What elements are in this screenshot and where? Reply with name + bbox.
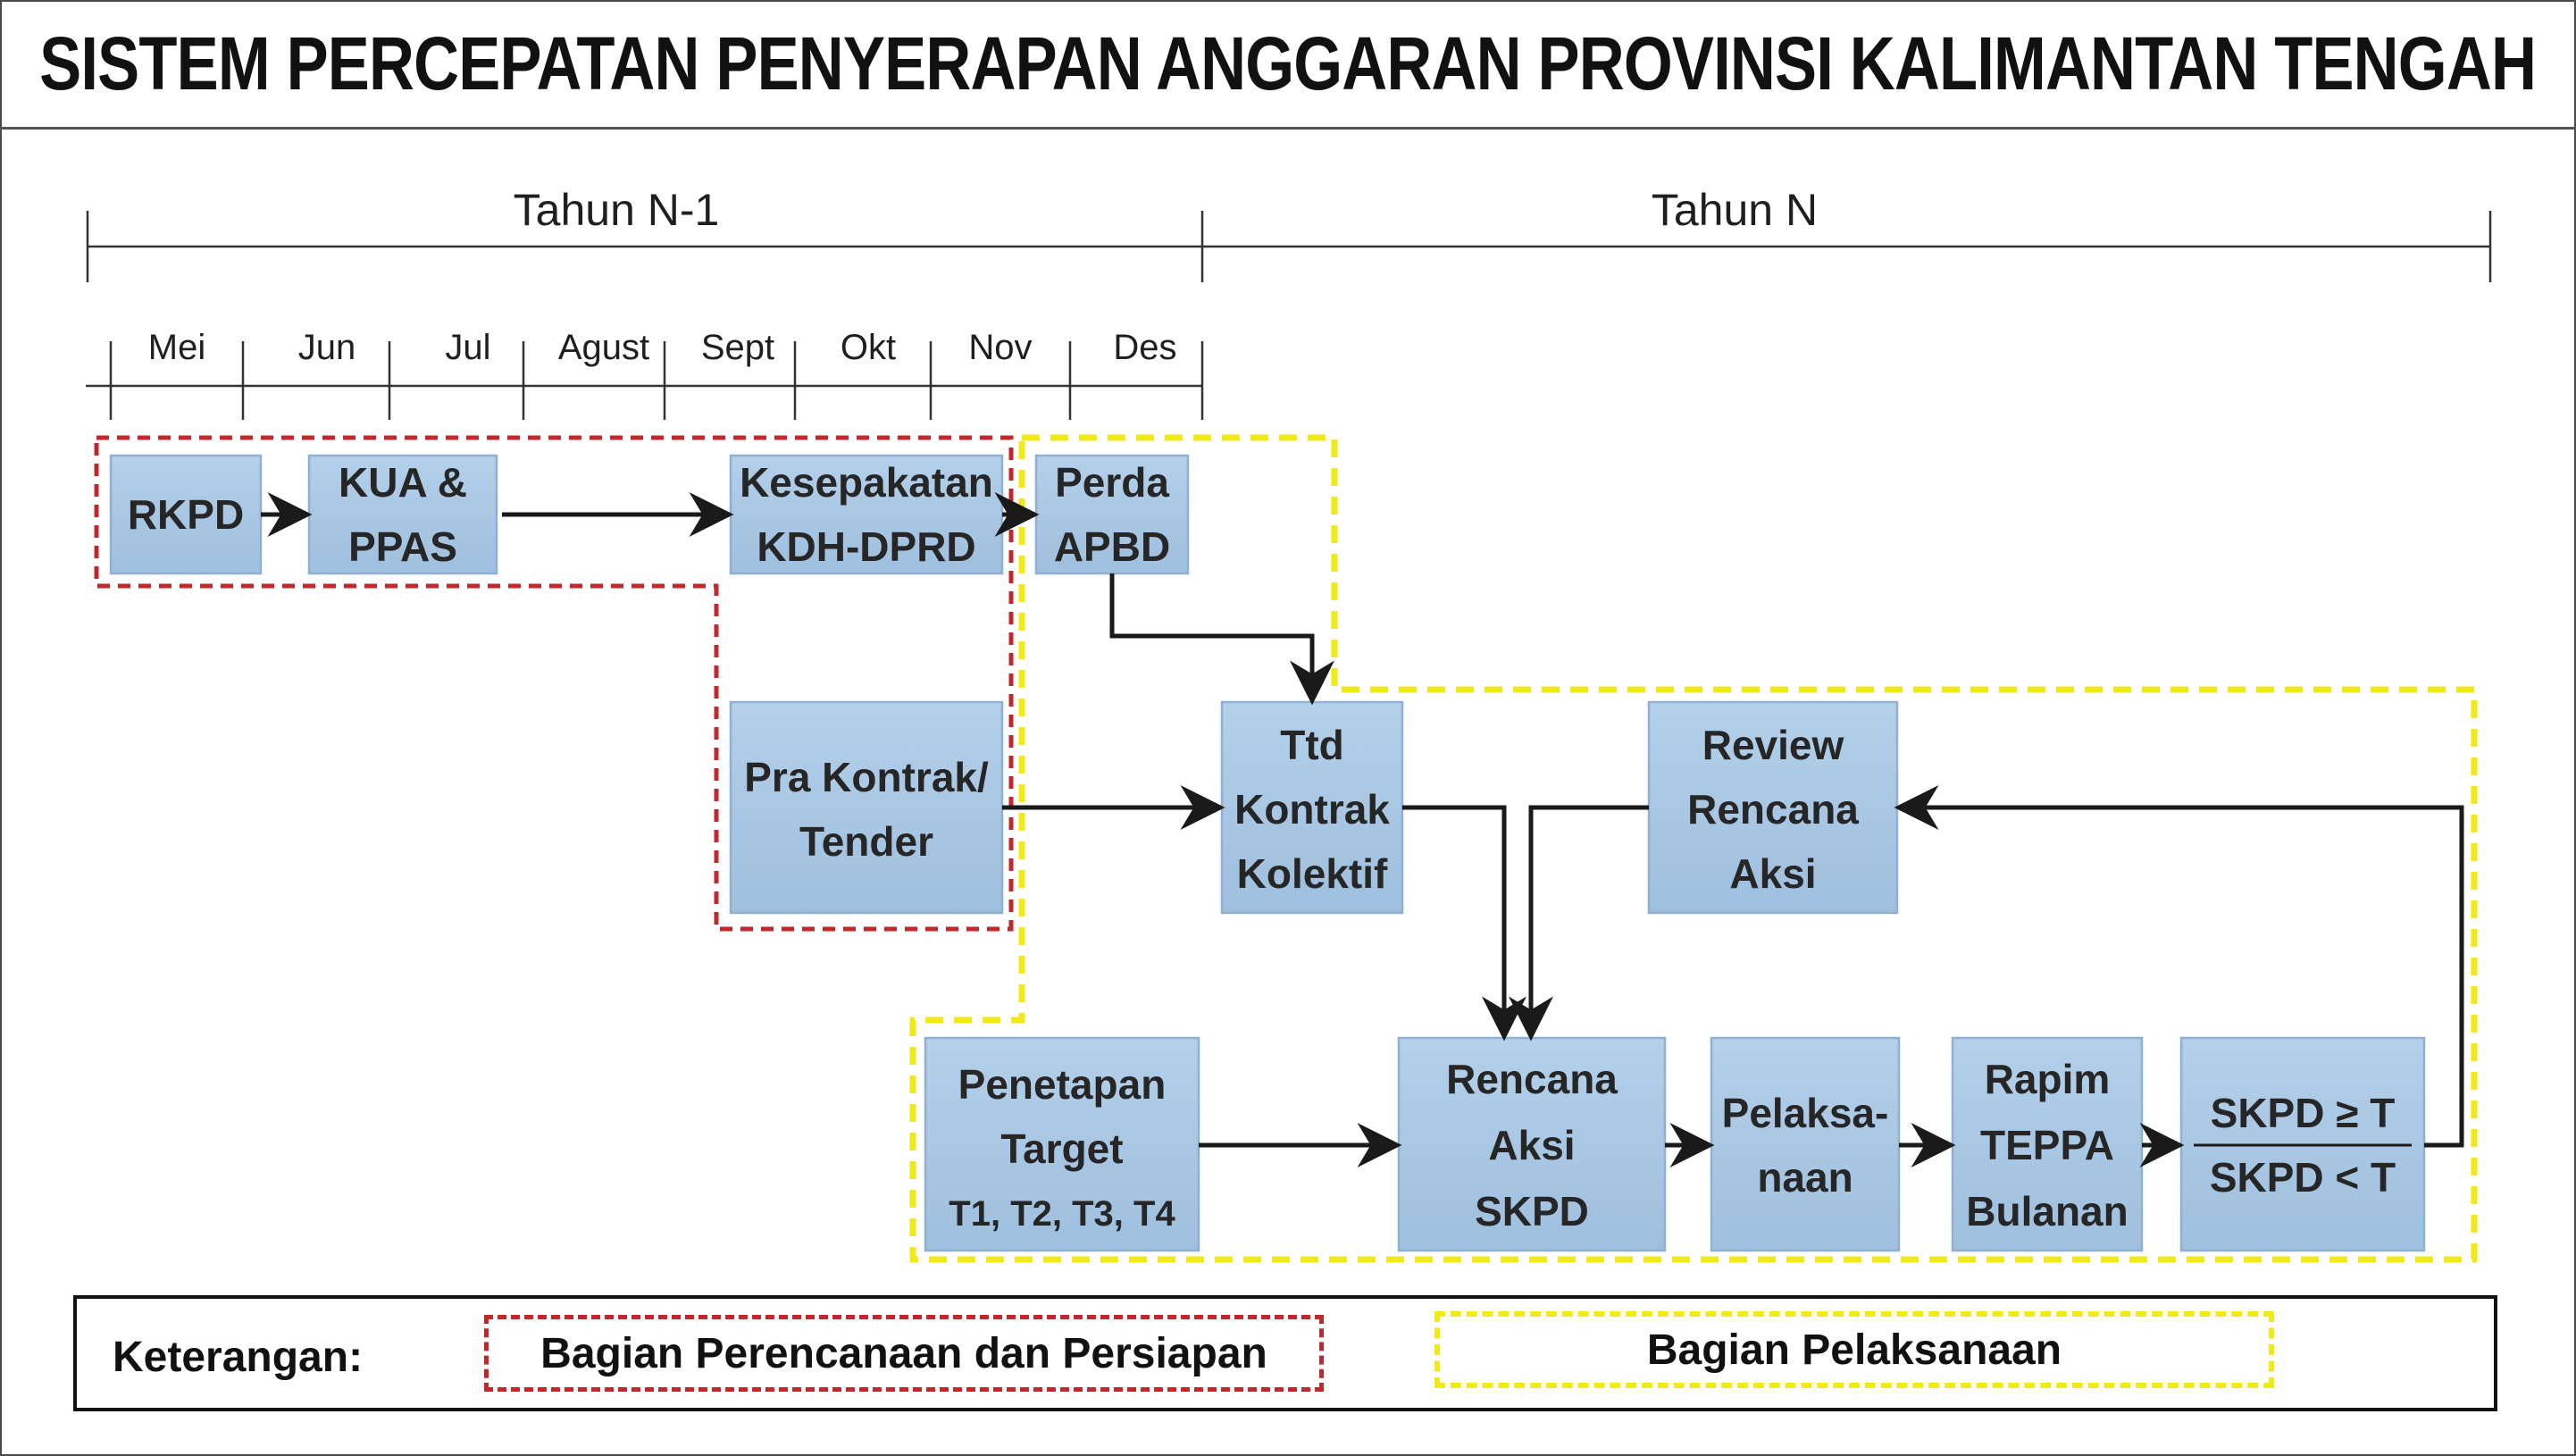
month-label-agust: Agust: [558, 328, 649, 367]
arrow-perda-ttd: [1109, 573, 1334, 706]
box-perda-label-1: Perda: [1055, 459, 1169, 506]
box-pelaksanaan-label-1: Pelaksa-: [1722, 1090, 1889, 1136]
planning-region-outline: [94, 435, 1014, 932]
box-kua-label-2: PPAS: [348, 523, 457, 570]
month-label-nov: Nov: [968, 328, 1032, 367]
timeline: Tahun N-1 Tahun N Mei Jun Jul Agust: [86, 185, 2492, 420]
execution-region-outline: [909, 434, 2478, 1263]
box-kua-ppas: [307, 454, 498, 575]
box-penetapan-label-3: T1, T2, T3, T4: [949, 1194, 1175, 1234]
box-penetapan-target: [924, 1036, 1200, 1252]
month-label-sept: Sept: [701, 328, 774, 367]
box-ttd-label-3: Kolektif: [1237, 850, 1388, 897]
month-label-okt: Okt: [841, 328, 896, 367]
box-ttd-label-2: Kontrak: [1234, 786, 1390, 833]
box-penetapan-label-2: Target: [1000, 1125, 1123, 1172]
box-rkpd-label: RKPD: [128, 491, 244, 538]
box-rapim-label-2: TEPPA: [1980, 1122, 2114, 1168]
box-kesepakatan: [729, 454, 1004, 575]
box-rapim-label-1: Rapim: [1985, 1056, 2111, 1102]
month-label-des: Des: [1113, 328, 1176, 367]
year-label-n-1: Tahun N-1: [514, 185, 720, 235]
box-penetapan-label-1: Penetapan: [958, 1061, 1167, 1108]
box-review-label-2: Rencana: [1687, 786, 1859, 833]
legend-title: Keterangan:: [113, 1334, 364, 1381]
box-pra-kontrak: [729, 700, 1004, 915]
legend-planning-label: Bagian Perencanaan dan Persiapan: [540, 1329, 1267, 1377]
year-label-n: Tahun N: [1652, 185, 1818, 235]
box-pelaksanaan: [1710, 1036, 1901, 1252]
month-label-jun: Jun: [298, 328, 356, 367]
box-kua-label-1: KUA &: [339, 459, 467, 506]
box-rencana-label-3: SKPD: [1475, 1188, 1589, 1234]
arrow-ttd-rencana: [1402, 805, 1526, 1042]
legend-execution: Bagian Pelaksanaan: [1434, 1311, 2274, 1388]
arrow-skpd-review-feedback: [1894, 785, 2464, 1148]
box-skpd-label-2: SKPD < T: [2210, 1154, 2396, 1201]
box-rapim-label-3: Bulanan: [1966, 1188, 2128, 1234]
month-label-jul: Jul: [445, 328, 490, 367]
box-perda-label-2: APBD: [1054, 523, 1170, 570]
box-kesepakatan-label-1: Kesepakatan: [740, 459, 993, 506]
box-rencana-label-1: Rencana: [1446, 1056, 1618, 1102]
box-rapim: [1951, 1036, 2144, 1252]
box-rencana-aksi: [1397, 1036, 1667, 1252]
legend-execution-label: Bagian Pelaksanaan: [1646, 1326, 2062, 1374]
box-pra-kontrak-label-1: Pra Kontrak/: [744, 754, 989, 800]
box-ttd-label-1: Ttd: [1280, 722, 1344, 768]
box-perda-apbd: [1034, 454, 1190, 575]
page-title: SISTEM PERCEPATAN PENYERAPAN ANGGARAN PR…: [39, 21, 2538, 105]
box-rencana-label-2: Aksi: [1488, 1122, 1575, 1168]
box-pelaksanaan-label-2: naan: [1757, 1154, 1853, 1201]
box-pra-kontrak-label-2: Tender: [799, 818, 933, 865]
title-bar: SISTEM PERCEPATAN PENYERAPAN ANGGARAN PR…: [0, 0, 2576, 130]
month-label-mei: Mei: [148, 328, 205, 367]
box-review-label-3: Aksi: [1729, 850, 1816, 897]
box-kesepakatan-label-2: KDH-DPRD: [757, 523, 975, 570]
legend: Keterangan: Bagian Perencanaan dan Persi…: [73, 1295, 2497, 1411]
box-skpd-label-1: SKPD ≥ T: [2211, 1090, 2396, 1136]
arrow-review-rencana: [1509, 805, 1649, 1042]
box-review-label-1: Review: [1702, 722, 1844, 768]
legend-planning: Bagian Perencanaan dan Persiapan: [484, 1315, 1324, 1392]
